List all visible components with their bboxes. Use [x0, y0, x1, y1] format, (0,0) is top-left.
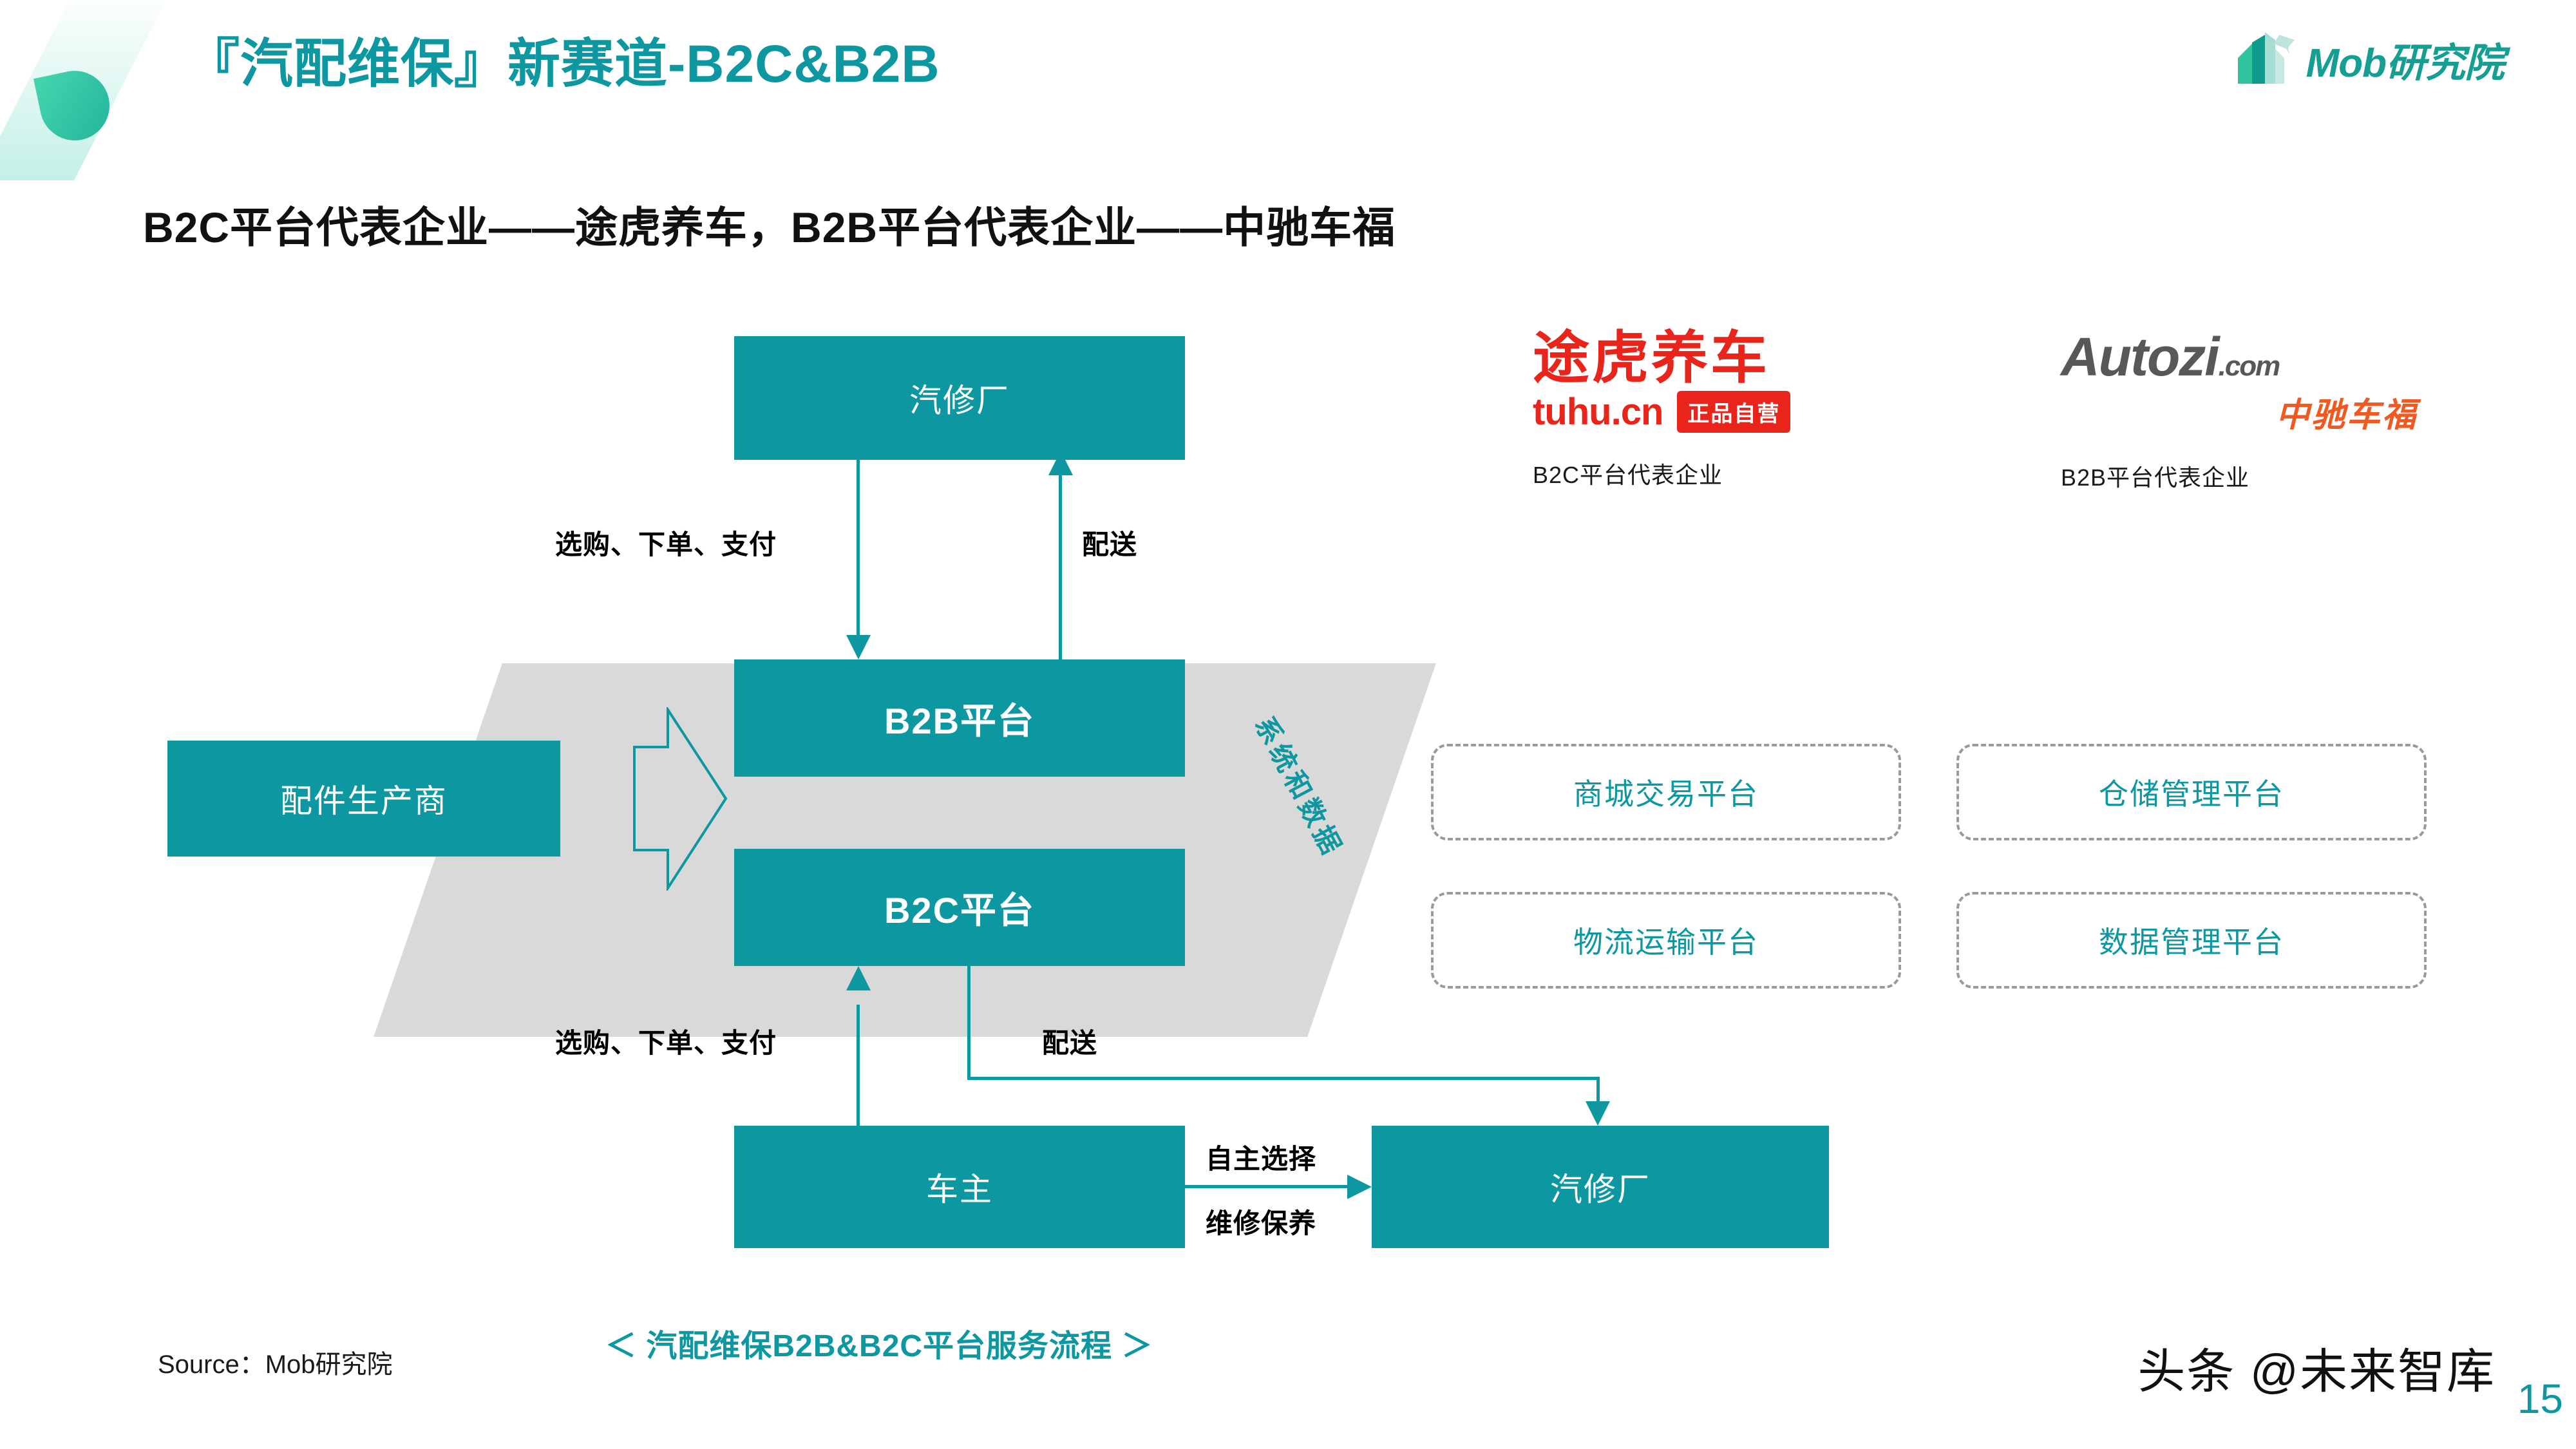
- mob-building-icon: [2228, 30, 2295, 89]
- watermark-text: 头条 @未来智库: [2137, 1345, 2496, 1398]
- autozi-domain-suffix: .com: [2218, 350, 2281, 382]
- autozi-logo-row: Autozi.com: [2061, 330, 2434, 384]
- page-number: 15: [2517, 1376, 2563, 1422]
- platform-card-logistics[interactable]: 物流运输平台: [1431, 892, 1901, 989]
- mob-logo-text: Mob研究院: [2306, 41, 2505, 86]
- page-title: 『汽配维保』新赛道-B2C&B2B: [187, 35, 940, 93]
- platform-card-mall-label: 商城交易平台: [1573, 777, 1759, 811]
- autozi-caption: B2B平台代表企业: [2061, 464, 2250, 491]
- platform-card-warehouse[interactable]: 仓储管理平台: [1956, 744, 2427, 840]
- autozi-brand-block: Autozi.com 中驰车福 B2B平台代表企业: [2061, 330, 2434, 493]
- tuhu-logo-row: tuhu.cn 正品自营: [1533, 390, 1932, 433]
- autozi-logo-cn: 中驰车福: [2275, 397, 2418, 434]
- platform-card-warehouse-label: 仓储管理平台: [2099, 777, 2284, 811]
- mob-logo: Mob研究院: [2228, 28, 2505, 90]
- repair-shop-bottom-label: 汽修厂: [1550, 1171, 1651, 1208]
- delivery-route-vertical-1: [967, 966, 971, 1079]
- tuhu-logo-cn: 途虎养车: [1533, 326, 1770, 390]
- b2c-platform-label: B2C平台: [884, 889, 1036, 931]
- tuhu-caption: B2C平台代表企业: [1533, 462, 1723, 488]
- self-select-arrow-shaft: [1185, 1185, 1347, 1188]
- order-arrow-bottom-shaft-2: [857, 1005, 860, 1126]
- delivery-route-arrow-head: [1586, 1101, 1610, 1126]
- page-subtitle: B2C平台代表企业——途虎养车，B2B平台代表企业——中驰车福: [143, 204, 1396, 251]
- parts-manufacturer-label: 配件生产商: [280, 783, 448, 819]
- platform-card-data-label: 数据管理平台: [2099, 925, 2284, 959]
- repair-shop-top-box[interactable]: 汽修厂: [734, 336, 1185, 460]
- tuhu-badge: 正品自营: [1677, 391, 1791, 433]
- supply-chevron-icon: [628, 705, 731, 893]
- delivery-route-horizontal: [967, 1077, 1600, 1080]
- platform-card-data[interactable]: 数据管理平台: [1956, 892, 2427, 989]
- delivery-route-vertical-2: [1596, 1077, 1600, 1103]
- repair-shop-top-label: 汽修厂: [909, 383, 1010, 419]
- parts-manufacturer-box[interactable]: 配件生产商: [167, 741, 560, 857]
- tuhu-brand-block: 途虎养车 tuhu.cn 正品自营 B2C平台代表企业: [1533, 330, 1932, 490]
- car-owner-box[interactable]: 车主: [734, 1126, 1185, 1248]
- delivery-label-bottom: 配送: [1042, 1028, 1098, 1058]
- order-arrow-top-head: [846, 635, 871, 659]
- order-arrow-top-shaft: [857, 460, 860, 635]
- car-owner-label: 车主: [926, 1171, 993, 1208]
- order-label-bottom: 选购、下单、支付: [555, 1028, 777, 1058]
- tuhu-domain: tuhu.cn: [1533, 391, 1663, 433]
- autozi-logo-en: Autozi: [2061, 327, 2220, 387]
- b2b-platform-box[interactable]: B2B平台: [734, 659, 1185, 777]
- self-select-label: 自主选择: [1206, 1144, 1317, 1174]
- figure-caption: ＜ 汽配维保B2B&B2C平台服务流程 ＞: [605, 1329, 1153, 1363]
- delivery-arrow-top-head: [1048, 451, 1073, 475]
- platform-card-mall[interactable]: 商城交易平台: [1431, 744, 1901, 840]
- order-arrow-bottom-head: [846, 966, 871, 990]
- b2c-platform-box[interactable]: B2C平台: [734, 849, 1185, 966]
- delivery-arrow-top-shaft: [1059, 474, 1062, 659]
- delivery-label-top: 配送: [1082, 529, 1138, 560]
- platform-card-logistics-label: 物流运输平台: [1573, 925, 1759, 959]
- source-text: Source：Mob研究院: [158, 1350, 393, 1379]
- order-label-top: 选购、下单、支付: [555, 529, 777, 560]
- repair-maintain-label: 维修保养: [1206, 1208, 1317, 1238]
- b2b-platform-label: B2B平台: [884, 700, 1036, 741]
- self-select-arrow-head: [1347, 1175, 1372, 1199]
- repair-shop-bottom-box[interactable]: 汽修厂: [1372, 1126, 1829, 1248]
